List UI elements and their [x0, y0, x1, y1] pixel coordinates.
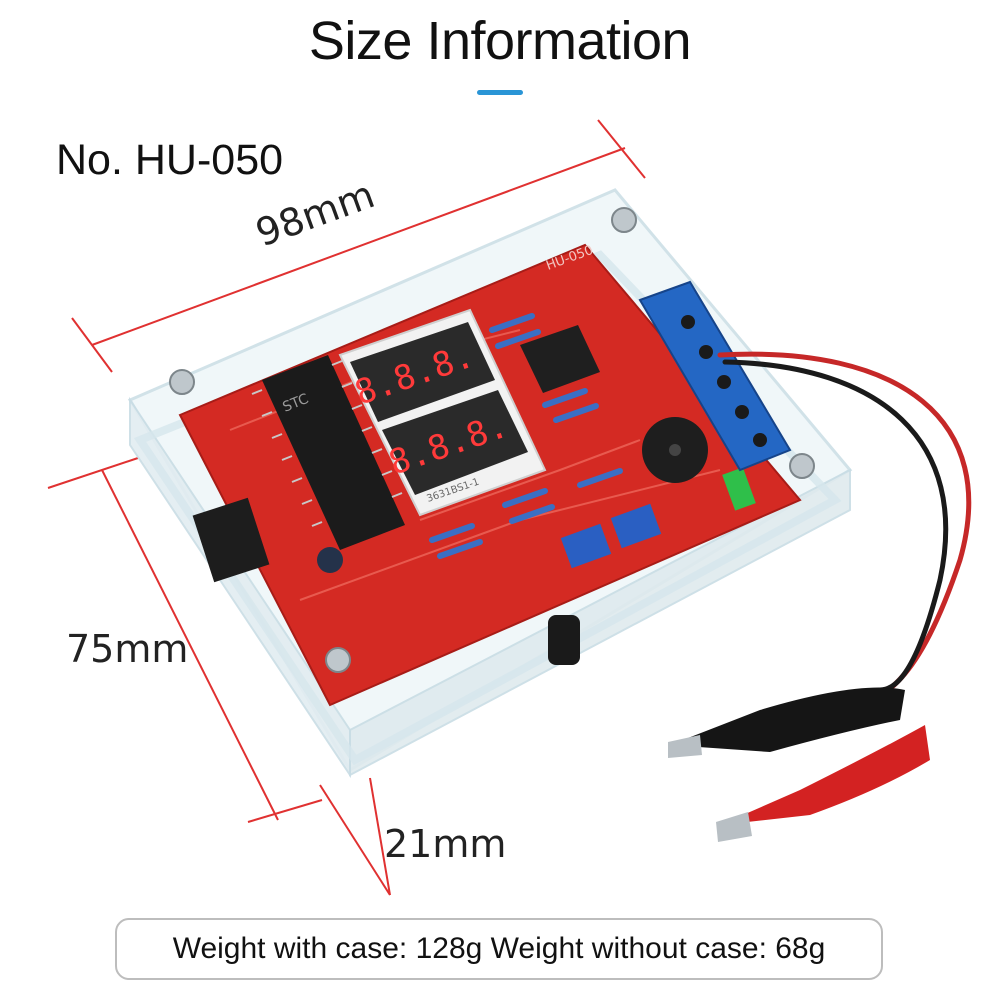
depth-tick	[369, 777, 391, 896]
potentiometer-left	[560, 523, 612, 569]
length-tick-right	[597, 119, 646, 179]
dc-power-jack	[192, 497, 270, 583]
probe-leads	[717, 351, 972, 703]
terminal-block	[638, 280, 792, 472]
potentiometer-right	[610, 503, 662, 549]
title-underline	[477, 90, 523, 95]
length-dimension-line	[91, 147, 626, 346]
led-display: 8.8.8. 8.8.8. 3631BS1-1	[338, 308, 547, 517]
dimension-lines	[47, 119, 646, 896]
depth-label: 21mm	[384, 822, 507, 866]
push-button	[548, 615, 580, 665]
height-tick-bottom	[247, 799, 323, 823]
height-tick-top	[47, 457, 139, 489]
jumper-header	[722, 467, 756, 511]
weight-info-text: Weight with case: 128g Weight without ca…	[172, 932, 826, 965]
alligator-clips	[668, 687, 930, 842]
weight-info-box: Weight with case: 128g Weight without ca…	[115, 918, 883, 980]
microcontroller-chip: STC	[251, 355, 405, 550]
page-title: Size Information	[308, 11, 692, 71]
screws	[169, 207, 815, 673]
model-number: No. HU-050	[56, 136, 284, 184]
capacitor	[317, 547, 343, 573]
components	[192, 313, 756, 665]
depth-dimension-line	[319, 784, 391, 896]
length-tick-left	[71, 317, 113, 373]
height-dimension-line	[101, 469, 279, 821]
product-illustration: HU-050 STC 8.8.8. 8.8.8. 3631BS1-1	[47, 119, 972, 896]
height-label: 75mm	[66, 627, 189, 671]
